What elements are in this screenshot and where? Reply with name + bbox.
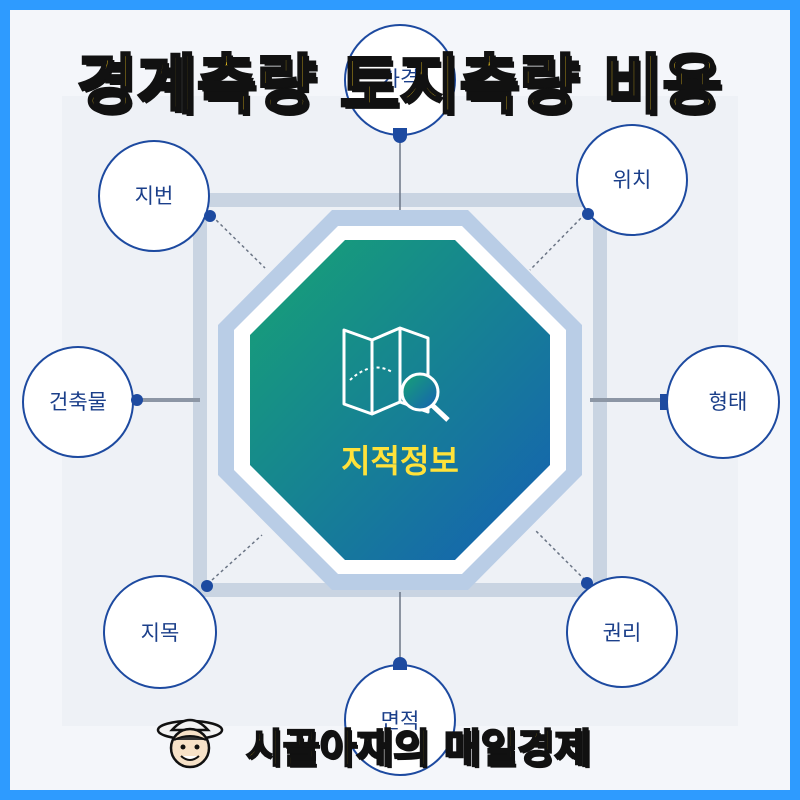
node-bottom-right: 권리 [566, 576, 678, 688]
svg-text:면적: 면적 [381, 709, 420, 733]
node-bottom-left: 지목 [103, 575, 217, 689]
node-top-left: 지번 [98, 140, 216, 252]
spoke-bottom-left [211, 534, 263, 581]
svg-text:형태: 형태 [709, 390, 748, 414]
svg-text:지번: 지번 [135, 184, 174, 208]
footer-text: 시골아재의 매일경제 [245, 725, 592, 773]
svg-text:가격: 가격 [381, 67, 420, 91]
node-bottom: 면적 [344, 657, 456, 776]
node-right: 형태 [660, 345, 780, 459]
spoke-top-left [211, 215, 266, 269]
map-search-icon [342, 326, 450, 422]
farmer-mascot-icon [156, 718, 224, 769]
spokes [211, 135, 586, 665]
node-top-right: 위치 [576, 124, 688, 236]
svg-text:위치: 위치 [613, 168, 652, 192]
spoke-top-right [529, 213, 586, 271]
svg-text:권리: 권리 [603, 621, 642, 645]
node-top: 가격 [344, 24, 456, 143]
spoke-bottom-right [534, 529, 586, 581]
svg-text:건축물: 건축물 [49, 390, 107, 414]
center-label: 지적정보 [341, 442, 459, 480]
svg-text:지목: 지목 [141, 621, 180, 645]
footer-banner: 시골아재의 매일경제 [150, 712, 670, 774]
page-title: 경계측량 토지측량 비용 [76, 48, 723, 125]
node-left: 건축물 [22, 346, 143, 458]
